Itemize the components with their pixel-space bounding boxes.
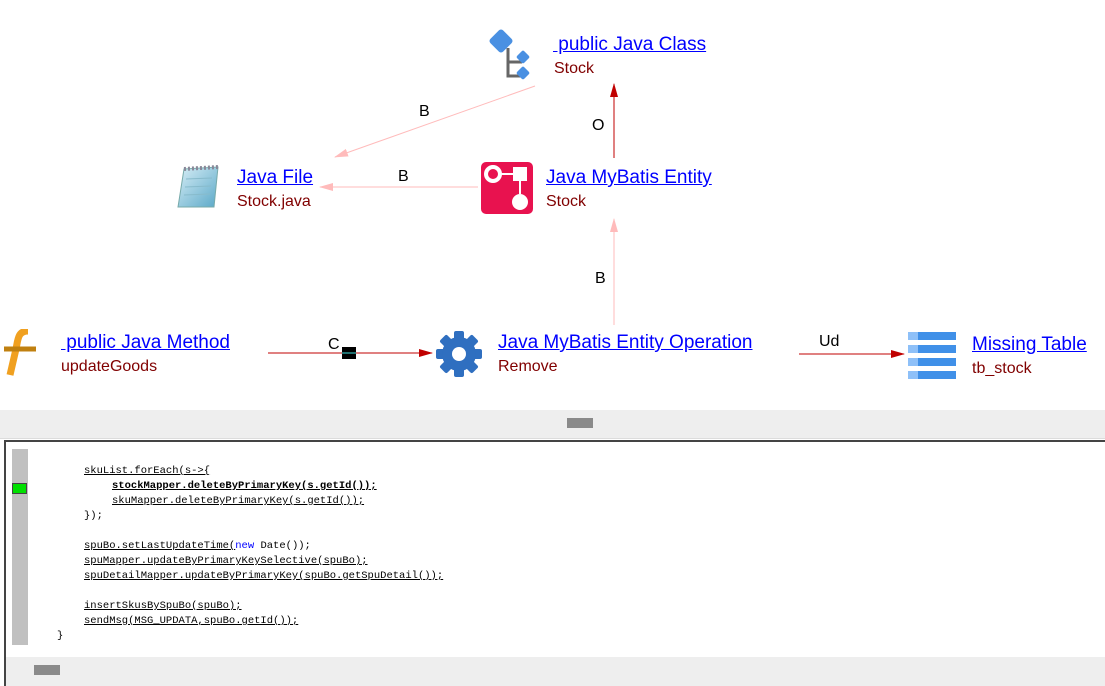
edge-label-class-to-file: B: [419, 103, 430, 120]
mybatis-entity-title-link[interactable]: Java MyBatis Entity: [546, 167, 712, 188]
graph-edges: [268, 83, 905, 359]
code-text: spuMapper.updateByPrimaryKeySelective(sp…: [84, 555, 368, 567]
dependency-graph: B B O B C Ud public Java Class Stock Jav…: [4, 29, 1087, 379]
code-keyword: new: [235, 540, 255, 552]
code-line-highlighted: stockMapper.deleteByPrimaryKey(s.getId()…: [112, 480, 377, 493]
splitter-handle[interactable]: [567, 418, 593, 428]
java-method-icon: [4, 329, 36, 376]
entity-operation-subtitle: Remove: [498, 358, 558, 375]
java-class-title-link[interactable]: public Java Class: [553, 34, 707, 55]
code-line: insertSkusBySpuBo(spuBo);: [84, 600, 242, 613]
mybatis-entity-icon: [481, 162, 533, 214]
java-file-icon: [177, 165, 219, 208]
edge-label-entity-to-class: O: [592, 117, 605, 134]
code-text: spuDetailMapper.updateByPrimaryKey(spuBo…: [84, 570, 444, 582]
code-text: Date());: [254, 540, 311, 552]
current-line-marker: [12, 483, 27, 494]
code-line: spuMapper.updateByPrimaryKeySelective(sp…: [84, 555, 368, 568]
code-text: }: [57, 630, 64, 642]
java-file-title-link[interactable]: Java File: [237, 167, 314, 188]
code-line: }: [57, 630, 63, 643]
entity-operation-title-link[interactable]: Java MyBatis Entity Operation: [498, 332, 753, 353]
code-line: });: [84, 510, 103, 523]
code-text: skuList.forEach(s->{: [84, 465, 211, 477]
code-text: sendMsg(MSG_UPDATA,spuBo.getId());: [84, 615, 299, 627]
java-class-icon: [489, 29, 530, 80]
code-line: spuDetailMapper.updateByPrimaryKey(spuBo…: [84, 570, 443, 583]
code-line: skuMapper.deleteByPrimaryKey(s.getId());: [112, 495, 364, 508]
code-gutter: [12, 449, 28, 645]
code-text: spuBo.setLastUpdateTime(: [84, 540, 236, 552]
edge-label-method-to-operation: C: [328, 336, 340, 353]
code-text: skuMapper.deleteByPrimaryKey(s.getId());: [112, 495, 365, 507]
java-method-title-link[interactable]: public Java Method: [61, 332, 230, 353]
code-text: stockMapper.deleteByPrimaryKey(s.getId()…: [112, 480, 377, 492]
java-class-subtitle: Stock: [554, 60, 595, 77]
missing-table-title-link[interactable]: Missing Table: [972, 334, 1087, 355]
code-text: });: [84, 510, 103, 522]
missing-table-subtitle: tb_stock: [972, 360, 1032, 377]
code-line: skuList.forEach(s->{: [84, 465, 210, 478]
panel-splitter[interactable]: [0, 410, 1105, 439]
code-line: spuBo.setLastUpdateTime(new Date());: [84, 540, 311, 553]
code-text: insertSkusBySpuBo(spuBo);: [84, 600, 242, 612]
code-line: sendMsg(MSG_UPDATA,spuBo.getId());: [84, 615, 298, 628]
edge-label-operation-to-table: Ud: [819, 333, 840, 350]
edge-label-entity-to-file: B: [398, 168, 409, 185]
mybatis-entity-subtitle: Stock: [546, 193, 587, 210]
gear-icon: [436, 331, 482, 377]
code-viewer: skuList.forEach(s->{ stockMapper.deleteB…: [4, 440, 1105, 686]
java-file-subtitle: Stock.java: [237, 193, 311, 210]
java-method-subtitle: updateGoods: [61, 358, 158, 375]
horizontal-scrollbar[interactable]: [6, 657, 1105, 686]
edge-class-to-file[interactable]: [334, 85, 536, 158]
table-icon: [908, 332, 956, 379]
scrollbar-thumb[interactable]: [34, 665, 60, 675]
edge-label-operation-to-entity: B: [595, 270, 606, 287]
